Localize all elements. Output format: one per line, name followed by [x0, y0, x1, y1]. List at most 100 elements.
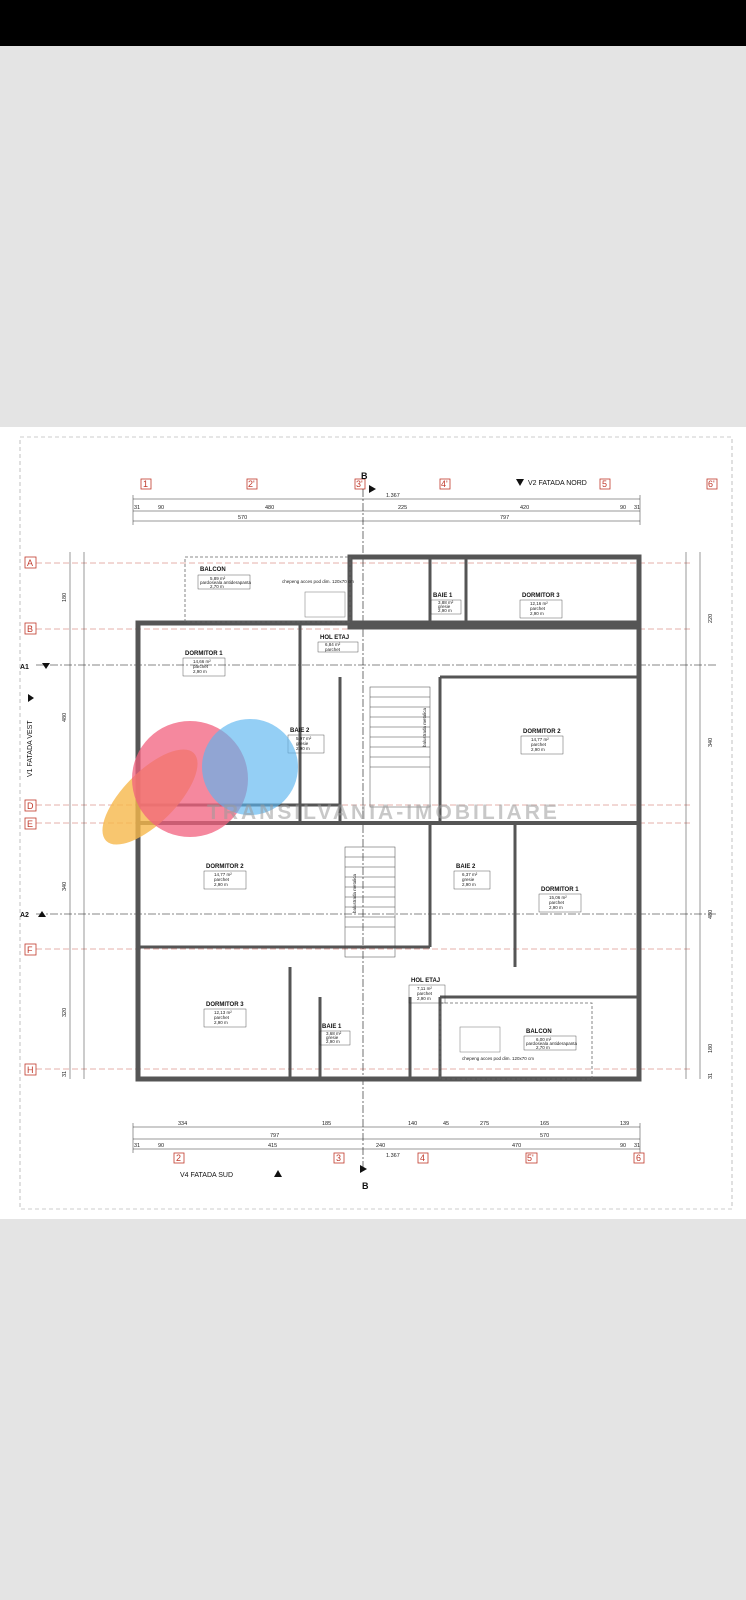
attic-hatch-north [304, 591, 346, 618]
facade-north-label: V2 FATADA NORD [528, 480, 587, 487]
room-floor: parchet [530, 606, 546, 611]
top-dim2: 570 [238, 515, 247, 521]
room-area: 5,97 m² [296, 736, 312, 741]
room-name: HOL ETAJ [411, 978, 440, 984]
room-area: 14,77 m² [214, 872, 232, 877]
top-dim: 90 [158, 505, 164, 511]
grid-bottom-markers: 2 3 4 5' 6 [173, 1152, 645, 1164]
top-total-dim: 1.367 [386, 493, 400, 499]
bottom-dim: 470 [512, 1143, 521, 1149]
room-name: BAIE 1 [322, 1024, 342, 1030]
grid-top-label: 1 [143, 479, 148, 489]
left-dimensions [69, 552, 85, 1079]
room-height: 2,90 m [417, 996, 431, 1001]
room-floor: gresie [326, 1035, 339, 1040]
grid-top-markers: 1 2' 3' 4' 5 6' [140, 478, 718, 490]
room-area: 6,00 m² [536, 1037, 552, 1042]
attic-access-top: chepeng acces pod dim. 120x70 cm [282, 579, 354, 584]
grid-row-label: A [27, 558, 33, 568]
grid-top-label: 4' [441, 479, 448, 489]
a2-arrow-icon [38, 911, 46, 917]
room-area: 14,66 m² [193, 659, 211, 664]
room-area: 14,77 m² [531, 737, 549, 742]
room-floor: parchet [531, 742, 547, 747]
right-dimensions [685, 552, 701, 1079]
a1-arrow-icon [42, 663, 50, 669]
facade-west-label: V1 FATADA VEST [27, 720, 34, 777]
section-lines [36, 489, 716, 1167]
grid-row-label: H [27, 1065, 34, 1075]
room-area: 5,89 m² [210, 576, 226, 581]
left-dim: 340 [62, 882, 68, 891]
bottom-dim2: 275 [480, 1121, 489, 1127]
facade-arrow-icon [516, 479, 524, 486]
grid-row-label: F [27, 945, 33, 955]
right-dim: 480 [708, 910, 714, 919]
room-name: BALCON [200, 567, 226, 573]
attic-hatch-south [459, 1026, 501, 1053]
a2-label: A2 [20, 912, 29, 919]
bottom-dim: 240 [376, 1143, 385, 1149]
room-name: BAIE 2 [290, 728, 310, 734]
top-dim2: 797 [500, 515, 509, 521]
left-dim: 320 [62, 1008, 68, 1017]
room-height: 2,90 m [296, 746, 310, 751]
room-floor: pardoseala antiderapanta [526, 1041, 578, 1046]
bottom-dim2: 797 [270, 1133, 279, 1139]
right-dim: 31 [708, 1073, 714, 1079]
grid-top-label: 5 [602, 479, 607, 489]
bottom-dim2: 140 [408, 1121, 417, 1127]
left-dim: 180 [62, 593, 68, 602]
left-dim: 480 [62, 713, 68, 722]
grid-bottom-label: 6 [636, 1153, 641, 1163]
room-floor: gresie [462, 877, 475, 882]
staircase [344, 686, 431, 958]
room-area: 15,06 m² [549, 895, 567, 900]
facade-south-label: V4 FATADA SUD [180, 1172, 233, 1179]
room-area: 12,16 m² [530, 601, 548, 606]
room-height: 2,90 m [438, 608, 452, 613]
room-floor: parchet [193, 664, 209, 669]
room-floor: parchet [417, 991, 433, 996]
room-area: 6,37 m² [462, 872, 478, 877]
floor-plan-drawing: 1 2' 3' 4' 5 6' B V2 FATADA NORD 1.367 3… [19, 436, 733, 1210]
room-height: 2,90 m [530, 611, 544, 616]
west-arrow-icon [28, 694, 34, 702]
status-bar [0, 0, 746, 46]
room-height: 2,90 m [326, 1039, 340, 1044]
stair-label: balustrada metalica [422, 707, 427, 747]
top-dim: 420 [520, 505, 529, 511]
room-name: DORMITOR 1 [185, 651, 223, 657]
right-dim: 220 [708, 614, 714, 623]
room-height: 2,90 m [549, 905, 563, 910]
room-area: 3,68 m² [326, 1031, 342, 1036]
watermark-text: TRANSILVANIA-IMOBILIARE [207, 801, 560, 824]
agency-logo [102, 719, 298, 845]
grid-top-label: 2' [248, 479, 255, 489]
bottom-dimensions [132, 1123, 641, 1153]
room-floor: parchet [214, 1015, 230, 1020]
section-arrow-icon [369, 485, 376, 493]
grid-row-label: B [27, 624, 33, 634]
grid-row-label: D [27, 801, 34, 811]
room-name: DORMITOR 2 [523, 729, 561, 735]
bottom-dim2: 139 [620, 1121, 629, 1127]
bottom-dim: 90 [620, 1143, 626, 1149]
room-height: 2,90 m [531, 747, 545, 752]
grid-bottom-label: 4 [420, 1153, 425, 1163]
section-b-top: B [361, 471, 368, 481]
balcony-south [439, 1002, 593, 1080]
grid-bottom-label: 3 [336, 1153, 341, 1163]
grid-bottom-label: 5' [527, 1153, 534, 1163]
bottom-dim2: 185 [322, 1121, 331, 1127]
room-name: DORMITOR 3 [522, 593, 560, 599]
room-floor: parchet [325, 647, 341, 652]
attic-access-bottom: chepeng acces pod dim. 120x70 cm [462, 1056, 534, 1061]
bottom-total-dim: 1.367 [386, 1153, 400, 1159]
bottom-dim2: 334 [178, 1121, 187, 1127]
bottom-dim2: 570 [540, 1133, 549, 1139]
grid-row-label: E [27, 819, 33, 829]
room-height: 2,70 m [210, 584, 224, 589]
bottom-dim: 90 [158, 1143, 164, 1149]
room-floor: gresie [296, 741, 309, 746]
